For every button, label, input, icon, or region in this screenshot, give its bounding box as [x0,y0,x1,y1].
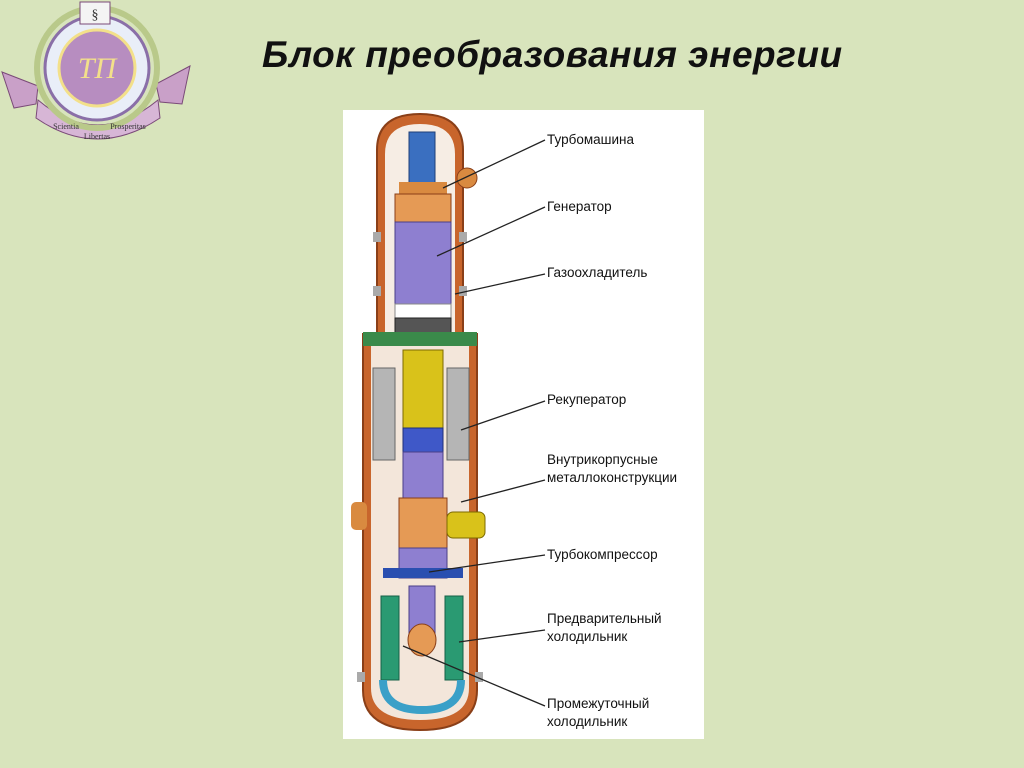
power-conversion-unit-diagram: Турбомашина Генератор Газоохладитель Рек… [343,110,704,739]
label-internal-structures-line1: Внутрикорпусные [547,452,658,467]
svg-text:§: § [92,8,99,23]
vessel-cutaway-illustration [351,112,546,732]
university-emblem-logo: ТП § Scientia Libertas Prosperitas [0,0,195,150]
label-intermediate-cooler-line2: холодильник [547,714,628,729]
ribbon-text-right: Prosperitas [110,122,146,131]
label-gas-cooler: Газоохладитель [547,265,648,280]
label-precooler-line2: холодильник [547,629,628,644]
label-turbocompressor: Турбокомпрессор [547,547,658,562]
label-recuperator: Рекуператор [547,392,627,407]
label-internal-structures-line2: металлоконструкции [547,470,678,485]
label-intermediate-cooler: Промежуточный холодильник [547,695,649,731]
svg-text:ТП: ТП [78,52,119,85]
label-intermediate-cooler-line1: Промежуточный [547,696,650,711]
ribbon-text-left: Scientia [53,122,79,131]
label-precooler-line1: Предварительный [547,611,662,626]
slide-title: Блок преобразования энергии [262,34,843,75]
emblem-graphic: ТП § Scientia Libertas Prosperitas [1,1,191,141]
label-turbomachine: Турбомашина [547,132,634,147]
ribbon-text-center: Libertas [84,132,110,141]
label-precooler: Предварительный холодильник [547,610,662,646]
label-generator: Генератор [547,199,612,214]
label-internal-structures: Внутрикорпусные металлоконструкции [547,451,677,487]
